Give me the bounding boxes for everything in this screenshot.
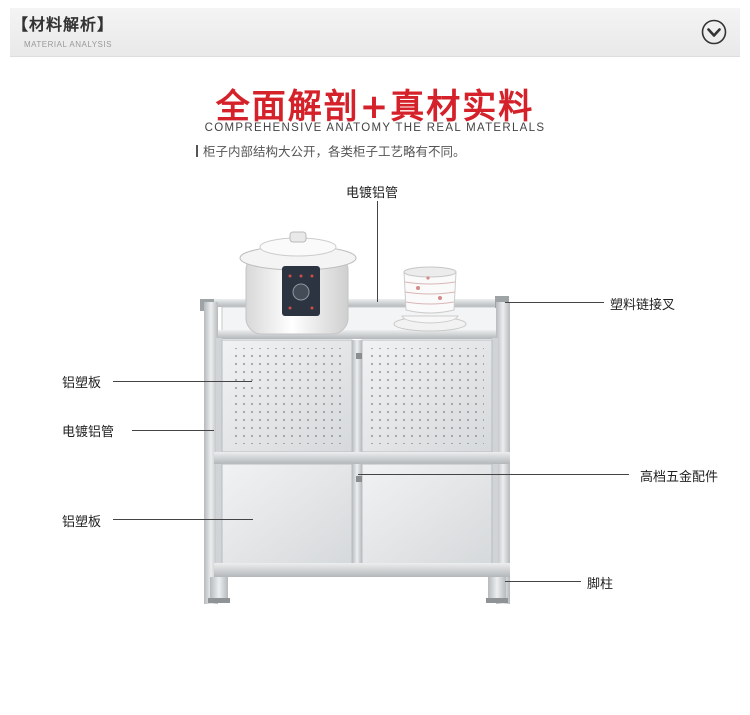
right-foot <box>488 577 506 602</box>
callout-foot: 脚柱 <box>587 577 614 592</box>
top-back-rail <box>208 299 506 307</box>
chevron-down-circle-icon[interactable] <box>701 19 727 45</box>
rice-cooker <box>239 231 357 335</box>
section-subtitle: MATERIAL ANALYSIS <box>24 40 112 49</box>
callout-upper-panel: 铝塑板 <box>62 376 102 391</box>
top-front-rail <box>214 330 510 339</box>
note-bar <box>196 145 198 157</box>
lower-right-door <box>361 463 493 565</box>
headline-note-text: 柜子内部结构大公开，各类柜子工艺略有不同。 <box>203 144 466 159</box>
callout-line-side-tube <box>132 430 214 431</box>
callout-plastic-joint: 塑料链接叉 <box>610 298 676 313</box>
callout-line-lower-panel <box>113 519 253 520</box>
headline-subtitle-en: COMPREHENSIVE ANATOMY THE REAL MATERLALS <box>204 122 546 134</box>
callout-line-plastic-joint <box>505 302 604 303</box>
callout-line-foot <box>505 581 581 582</box>
headline-title: 全面解剖+真材实料 <box>215 87 535 127</box>
section-header: 【材料解析】 MATERIAL ANALYSIS <box>10 8 740 57</box>
callout-line-hardware <box>358 474 629 475</box>
callout-lower-panel: 铝塑板 <box>62 515 102 530</box>
middle-rail <box>214 452 510 464</box>
bowl-stack <box>393 266 467 332</box>
callout-hardware: 高档五金配件 <box>640 470 719 485</box>
left-foot <box>210 577 228 602</box>
bottom-rail <box>214 563 510 577</box>
callout-side-tube: 电镀铝管 <box>62 425 115 440</box>
headline-note: 柜子内部结构大公开，各类柜子工艺略有不同。 <box>196 141 466 160</box>
callout-top-tube: 电镀铝管 <box>346 186 399 201</box>
hinge <box>356 476 362 482</box>
section-title: 【材料解析】 <box>12 15 115 34</box>
callout-line-upper-panel <box>113 381 252 382</box>
callout-line-top-tube <box>377 201 378 302</box>
lower-left-door <box>221 463 353 565</box>
left-post <box>204 302 218 604</box>
